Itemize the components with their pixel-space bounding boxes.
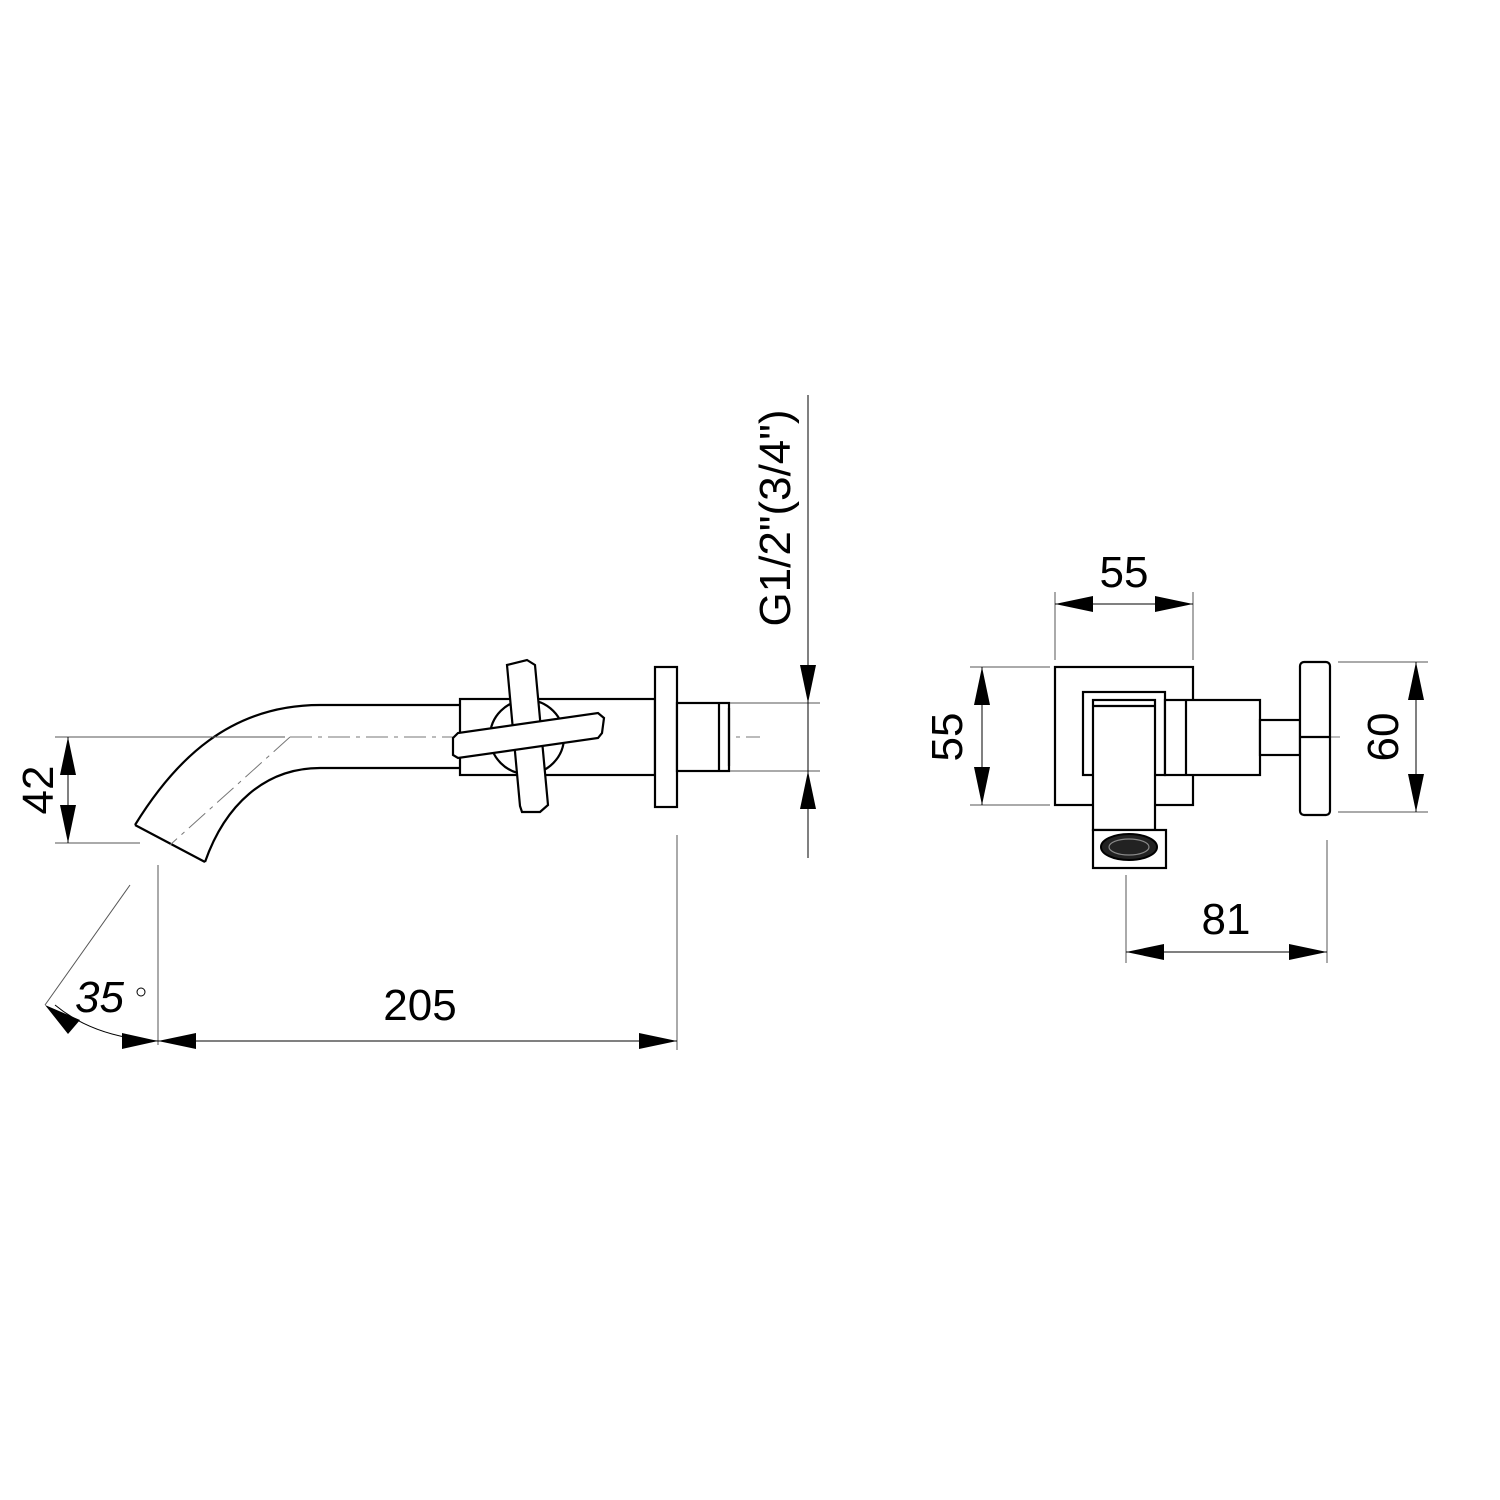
- front-handle: [1298, 660, 1332, 817]
- dim-205-label: 205: [383, 981, 456, 1030]
- dim-55-width: 55: [1054, 548, 1194, 660]
- dim-81-label: 81: [1202, 895, 1251, 944]
- spout-pipe: [134, 703, 460, 863]
- dim-35-angle: 35: [44, 865, 159, 1049]
- front-valve-body: [1163, 698, 1262, 777]
- dim-81: 81: [1125, 840, 1328, 963]
- dim-thread: G1/2"(3/4"): [730, 395, 820, 858]
- degree-symbol: [136, 987, 146, 997]
- dim-60-label: 60: [1359, 713, 1408, 762]
- spout-block: [1091, 698, 1157, 832]
- dim-60: 60: [1338, 661, 1428, 813]
- dim-55-height: 55: [923, 666, 1050, 806]
- wall-flange: [653, 665, 679, 809]
- dim-55-height-label: 55: [923, 713, 972, 762]
- dim-thread-label: G1/2"(3/4"): [751, 409, 800, 626]
- cross-handle: [451, 658, 606, 814]
- thread-stub: [675, 701, 731, 773]
- aerator-icon: [1100, 833, 1158, 861]
- front-valve-stem: [1258, 718, 1302, 757]
- front-view: 55 55 60 81: [923, 548, 1428, 963]
- dim-55-width-label: 55: [1100, 548, 1149, 597]
- dim-205: 205: [158, 835, 678, 1050]
- dim-42: 42: [14, 736, 285, 844]
- side-view: 42 G1/2"(3/4") 35 205: [14, 395, 820, 1050]
- dim-35-label: 35: [75, 973, 124, 1022]
- dim-42-label: 42: [14, 766, 63, 815]
